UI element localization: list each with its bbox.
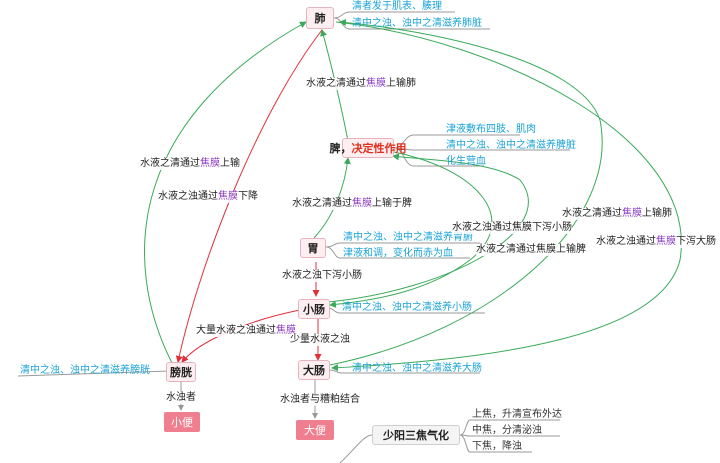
note-stomach-2: 津液和调，变化而赤为血 [343,248,453,259]
note-spleen-2: 清中之浊、浊中之清滋养脾脏 [446,140,576,151]
node-large-intestine-label: 大肠 [303,365,325,377]
edge-label-small-to-bladder: 大量水液之浊通过焦膜 [196,325,296,337]
edge-label-lung-down: 水液之浊通过焦膜下降 [158,191,258,203]
node-sanjiao[interactable]: 少阳三焦气化 [372,425,460,445]
note-bladder-1: 清中之浊、浊中之清滋养膀胱 [20,365,150,376]
edge-label-large-to-stool: 水浊者与糟粕结合 [280,394,360,406]
node-urine-label: 小便 [171,417,193,429]
edge-label-small-to-large: 少量水液之浊 [290,334,350,346]
note-brackets [17,11,570,463]
edge-label-stomach-to-small: 水液之浊下泻小肠 [282,270,362,282]
node-stomach[interactable]: 胃 [300,238,326,258]
node-lung-label: 肺 [314,13,326,25]
edge-label-spleen-to-lung: 水液之清通过焦膜上输肺 [306,78,416,90]
long-downward-flows [329,21,682,372]
edge-label-stomach-to-spleen: 水液之清通过焦膜上输于脾 [292,198,412,210]
node-bladder-label: 膀胱 [170,367,192,379]
note-lung-2: 清中之浊、浊中之清滋养肺脏 [352,18,482,29]
node-large-intestine[interactable]: 大肠 [298,360,330,380]
edge-label-large-to-lung: 水液之清通过焦膜上输肺 [562,208,672,220]
note-large-1: 清中之浊、浊中之清滋养大肠 [352,363,482,374]
node-spleen-label: 脾， [329,143,352,155]
node-sanjiao-label: 少阳三焦气化 [383,430,449,442]
node-small-intestine[interactable]: 小肠 [298,299,330,319]
node-small-intestine-label: 小肠 [303,304,325,316]
note-sanjiao-2: 中焦，分清泌浊 [472,425,542,436]
note-stomach-1: 清中之浊、浊中之清滋养胃腑 [343,232,473,243]
note-spleen-3: 化生营血 [446,156,486,167]
edge-label-bladder-to-urine: 水浊者 [166,392,196,404]
node-bladder[interactable]: 膀胱 [166,362,196,382]
edge-label-spleen-to-small: 水液之浊通过焦膜下泻小肠 [452,222,572,234]
note-small-1: 清中之浊、浊中之清滋养小肠 [342,302,472,313]
note-sanjiao-3: 下焦，降浊 [472,441,522,452]
edge-label-bladder-up: 水液之清通过焦膜上输 [140,158,240,170]
node-urine[interactable]: 小便 [164,412,200,432]
node-spleen[interactable]: 脾，决定性作用 [330,138,407,158]
node-stool[interactable]: 大便 [296,420,334,440]
node-stool-label: 大便 [304,425,326,437]
note-spleen-1: 津液敷布四肢、肌肉 [446,124,536,135]
node-stomach-label: 胃 [307,243,319,255]
node-spleen-role: 决定性作用 [351,143,407,155]
note-sanjiao-1: 上焦，升清宣布外达 [472,409,562,420]
note-lung-1: 清者发于肌表、腠理 [352,1,442,12]
edge-label-lung-to-large: 水液之浊通过焦膜下泻大肠 [596,236,716,248]
edge-label-small-to-spleen: 水液之清通过焦膜上输脾 [476,244,586,256]
node-lung[interactable]: 肺 [306,7,334,29]
